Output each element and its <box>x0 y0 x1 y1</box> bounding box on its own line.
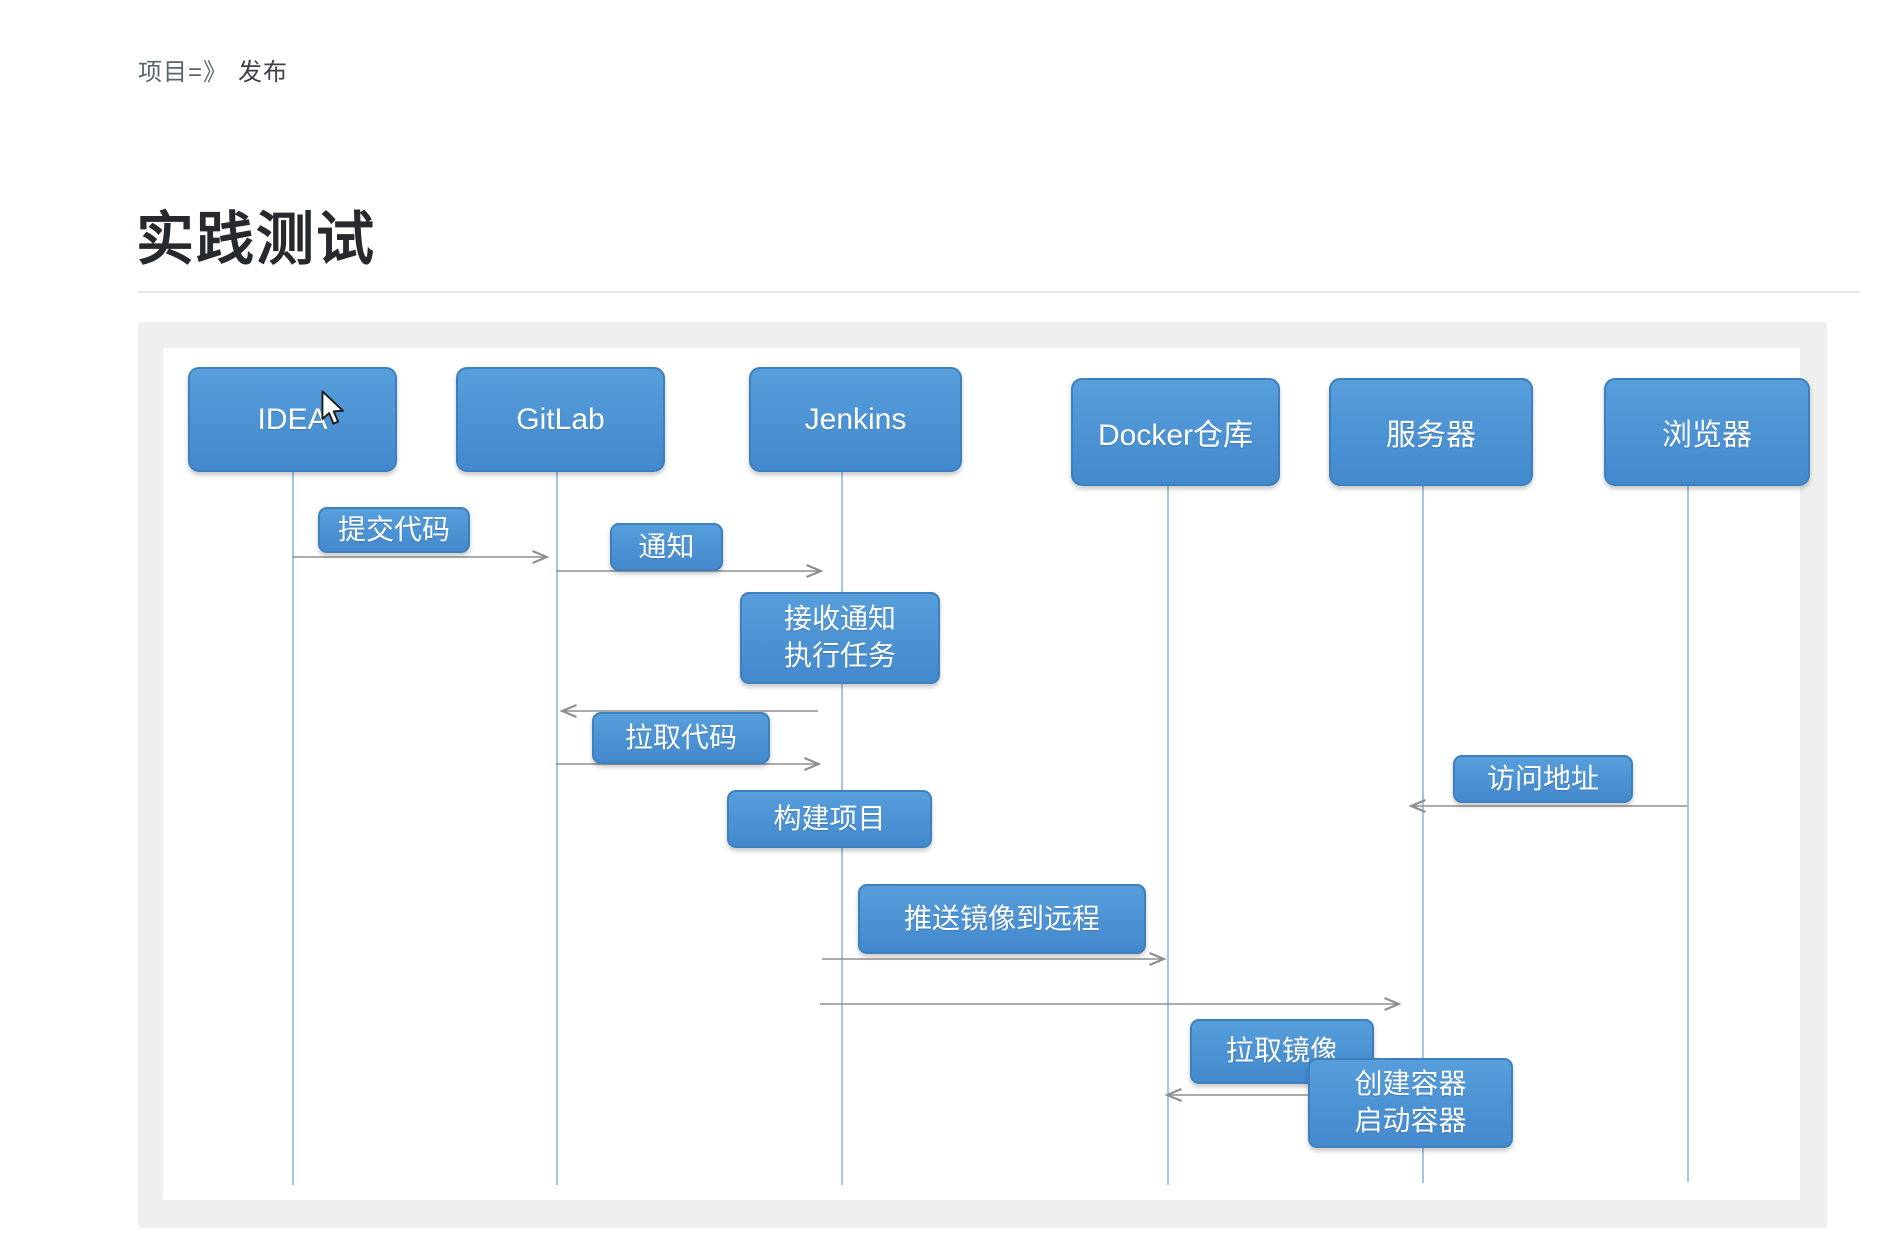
actor-jenkins-label: Jenkins <box>804 402 907 436</box>
breadcrumb: 项目=》发布 <box>138 52 288 87</box>
actor-browser: 浏览器 <box>1604 378 1810 486</box>
message-build-project: 构建项目 <box>727 790 932 848</box>
message-push-image-remote: 推送镜像到远程 <box>858 884 1146 954</box>
breadcrumb-separator: =》 <box>188 59 229 86</box>
breadcrumb-project: 项目 <box>138 59 188 86</box>
mouse-cursor-icon <box>321 390 344 425</box>
breadcrumb-current: 发布 <box>238 59 289 86</box>
actor-idea: IDEA <box>188 367 397 472</box>
lifeline-docker-registry <box>1167 486 1169 1185</box>
actor-idea-label: IDEA <box>257 402 328 436</box>
actor-gitlab: GitLab <box>456 367 665 472</box>
lifeline-gitlab <box>556 472 558 1185</box>
lifeline-browser <box>1687 486 1689 1182</box>
lifeline-idea <box>292 472 294 1185</box>
heading-divider <box>138 291 1860 293</box>
message-submit-code: 提交代码 <box>318 507 470 553</box>
actor-gitlab-label: GitLab <box>516 402 605 436</box>
actor-server: 服务器 <box>1329 378 1533 486</box>
message-access-address: 访问地址 <box>1453 755 1633 803</box>
actor-server-label: 服务器 <box>1386 419 1476 452</box>
lifeline-server <box>1422 486 1424 1183</box>
actor-docker-registry-label: Docker仓库 <box>1097 419 1254 452</box>
message-notify: 通知 <box>610 523 723 571</box>
message-receive-notify-run-task: 接收通知 执行任务 <box>740 592 940 684</box>
message-create-start-container: 创建容器 启动容器 <box>1308 1058 1513 1148</box>
page-title: 实践测试 <box>136 207 377 272</box>
actor-jenkins: Jenkins <box>749 367 962 472</box>
actor-browser-label: 浏览器 <box>1662 419 1752 452</box>
message-pull-code: 拉取代码 <box>592 712 770 764</box>
actor-docker-registry: Docker仓库 <box>1071 378 1280 486</box>
